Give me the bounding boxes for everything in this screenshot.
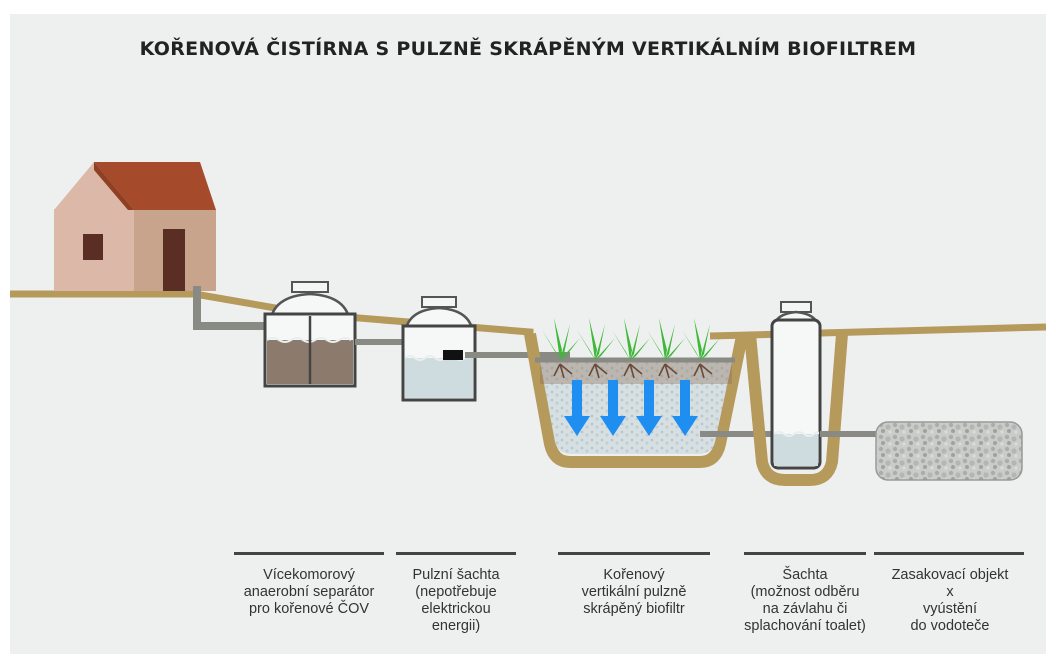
arrow-down-icon: [564, 380, 698, 436]
label-line: pro kořenové ČOV: [248, 601, 370, 617]
separator-tank: [263, 281, 357, 388]
label-rule-pulse-shaft: [396, 552, 516, 555]
label-line: anaerobní separátor: [243, 584, 375, 600]
house-icon: [54, 162, 216, 291]
label-line: vertikální pulzně: [581, 584, 687, 600]
house-outlet-pipe: [193, 286, 272, 330]
label-pulse-shaft: Pulzní šachta (nepotřebuje elektrickou e…: [396, 567, 516, 635]
label-line: na závlahu či: [762, 601, 848, 617]
label-rule-biofilter: [558, 552, 710, 555]
label-line: energii): [431, 618, 481, 634]
label-line: do vodoteče: [910, 618, 990, 634]
plant-icon: [542, 318, 720, 360]
label-line: Kořenový: [603, 567, 665, 583]
label-line: elektrickou: [421, 601, 491, 617]
label-line: Šachta: [782, 567, 828, 583]
label-line: (nepotřebuje: [415, 584, 497, 600]
label-line: splachování toalet): [744, 618, 866, 634]
label-line: skrápěný biofiltr: [583, 601, 685, 617]
ground-surface-right: [709, 323, 1046, 340]
diagram-title: KOŘENOVÁ ČISTÍRNA S PULZNĚ SKRÁPĚNÝM VER…: [139, 38, 917, 60]
label-line: Zasakovací objekt: [891, 567, 1009, 583]
label-soakaway: Zasakovací objekt x vyústění do vodoteče: [870, 567, 1030, 635]
label-rule-separator: [234, 552, 384, 555]
label-line: Pulzní šachta: [412, 567, 500, 583]
label-line: Vícekomorový: [263, 567, 355, 583]
label-separator: Vícekomorový anaerobní separátor pro koř…: [222, 567, 396, 618]
label-rule-soakaway: [874, 552, 1024, 555]
label-shaft: Šachta (možnost odběru na závlahu či spl…: [732, 567, 878, 635]
pulse-shaft: [401, 296, 477, 402]
label-line: (možnost odběru: [750, 584, 860, 600]
label-rule-shaft: [744, 552, 866, 555]
diagram-scene: [10, 162, 1046, 486]
collection-shaft: [744, 301, 848, 486]
label-biofilter: Kořenový vertikální pulzně skrápěný biof…: [558, 567, 710, 618]
diagram-frame: KOŘENOVÁ ČISTÍRNA S PULZNĚ SKRÁPĚNÝM VER…: [10, 14, 1046, 654]
soakaway-object: [875, 421, 1023, 481]
label-line: vyústění: [923, 601, 977, 617]
label-line: x: [946, 584, 954, 600]
